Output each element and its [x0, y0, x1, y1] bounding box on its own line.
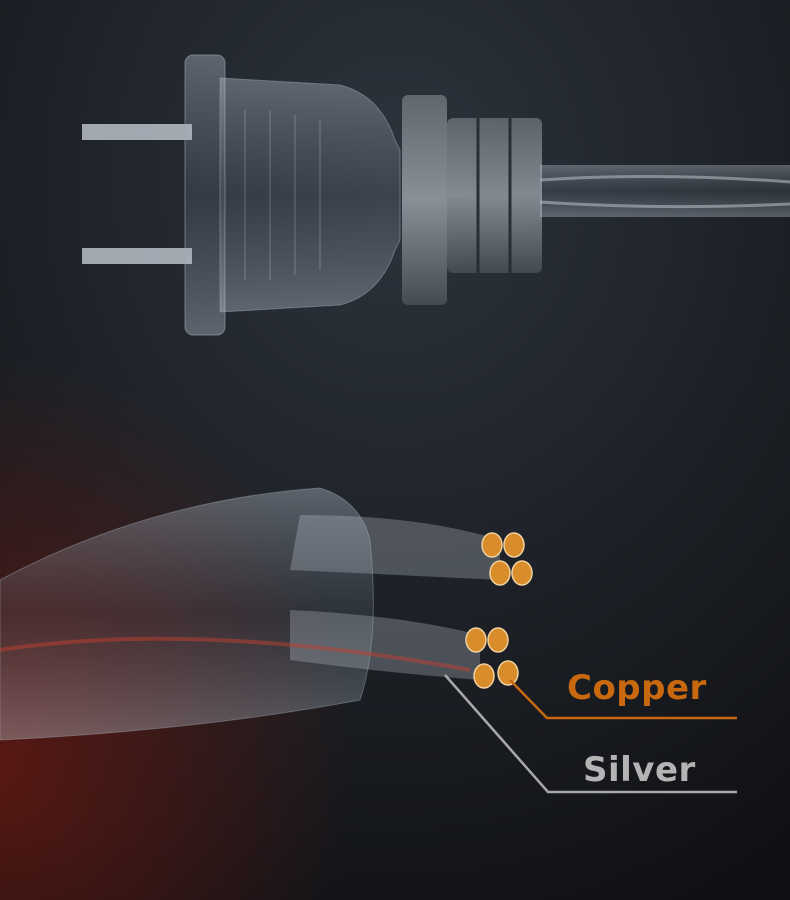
- cable-cross-section: [0, 487, 533, 741]
- silver-label: Silver: [583, 750, 696, 790]
- power-plug: [82, 54, 790, 336]
- copper-label: Copper: [567, 668, 707, 708]
- silver-leader-line: [444, 674, 737, 794]
- copper-leader-line: [509, 679, 737, 720]
